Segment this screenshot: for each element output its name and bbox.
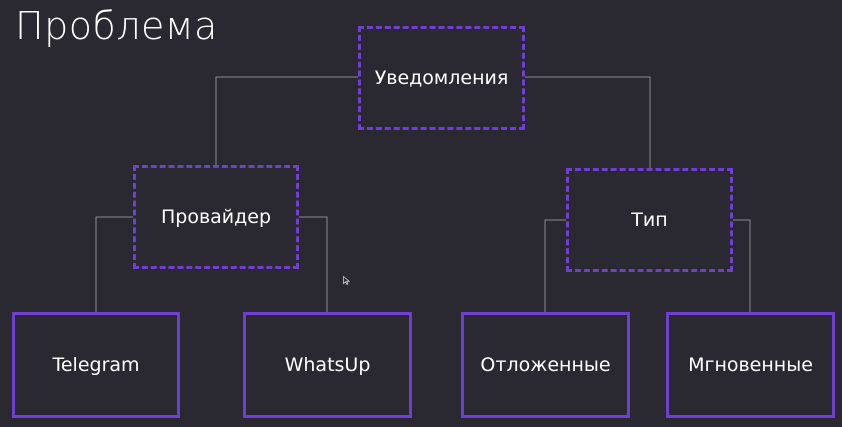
connector-type-delayed xyxy=(544,219,566,313)
node-instant: Мгновенные xyxy=(666,312,835,418)
mouse-cursor-icon xyxy=(343,276,350,285)
node-whatsup-label: WhatsUp xyxy=(284,354,371,376)
connector-root-type xyxy=(525,76,651,168)
slide-title: Проблема xyxy=(15,4,218,48)
node-type: Тип xyxy=(566,168,733,272)
node-provider: Провайдер xyxy=(133,165,299,269)
connector-root-provider xyxy=(215,76,358,165)
node-provider-label: Провайдер xyxy=(160,206,272,228)
node-notifications-label: Уведомления xyxy=(374,67,509,89)
node-delayed: Отложенные xyxy=(461,312,630,418)
node-instant-label: Мгновенные xyxy=(688,354,813,376)
node-notifications: Уведомления xyxy=(358,26,525,130)
node-telegram-label: Telegram xyxy=(52,354,140,376)
connector-provider-telegram xyxy=(95,216,133,313)
node-type-label: Тип xyxy=(631,209,668,231)
connector-provider-whatsup xyxy=(299,216,328,313)
node-telegram: Telegram xyxy=(12,312,180,418)
node-delayed-label: Отложенные xyxy=(480,354,611,376)
node-whatsup: WhatsUp xyxy=(243,312,412,418)
connector-type-instant xyxy=(733,219,751,313)
